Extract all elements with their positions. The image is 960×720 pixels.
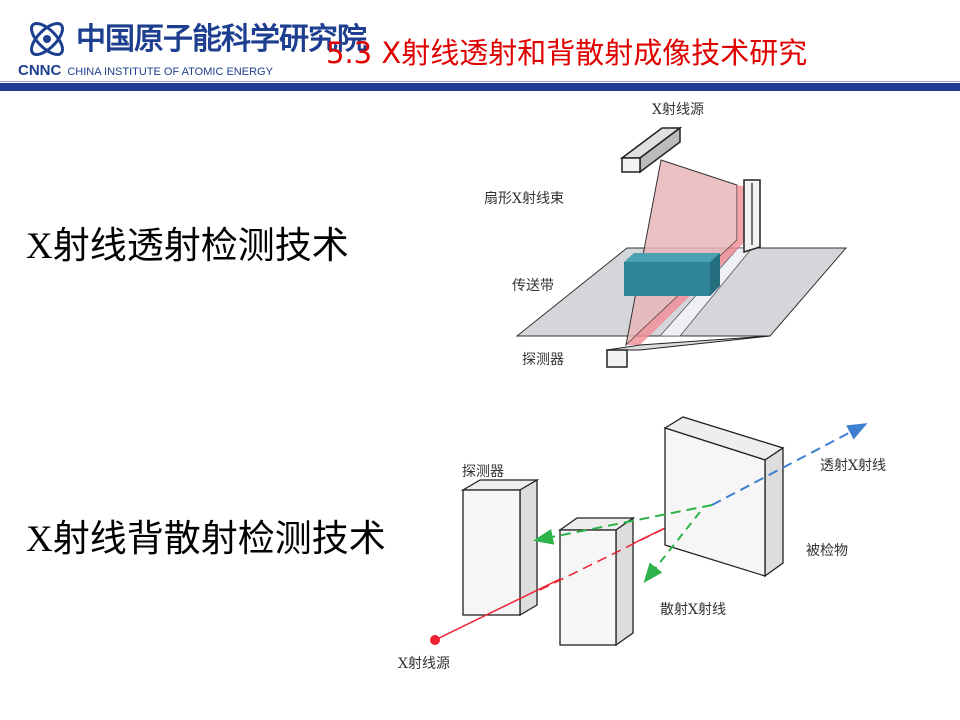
heading-backscatter: X射线背散射检测技术: [26, 519, 386, 560]
scattered-beam-1: [533, 504, 713, 545]
label-conveyor: 传送带: [512, 278, 554, 294]
label-object: 被检物: [806, 543, 848, 559]
logo-chinese-name: 中国原子能科学研究院: [76, 22, 367, 57]
label-scattered: 散射X射线: [660, 602, 726, 618]
label-fan-beam: 扇形X射线束: [484, 191, 564, 207]
inspected-package: [624, 253, 720, 296]
label-bs-detector: 探测器: [462, 464, 504, 480]
label-transmitted: 透射X射线: [820, 458, 886, 474]
heading-transmission: X射线透射检测技术: [26, 226, 349, 267]
label-bs-source: X射线源: [398, 656, 450, 672]
source-point: [430, 635, 440, 645]
bottom-detector: [606, 335, 771, 368]
backscatter-detector-2: [557, 516, 636, 647]
atom-icon: [29, 21, 65, 57]
cnnc-logo: 中国原子能科学研究院 CNNC CHINA INSTITUTE OF ATOMIC…: [18, 10, 367, 80]
header-thin-rule: [0, 81, 960, 82]
logo-english-name: CNNC CHINA INSTITUTE OF ATOMIC ENERGY: [18, 62, 273, 79]
backscatter-detector-1: [460, 478, 540, 617]
transmission-diagram: X射线源 扇形X射线束 传送带 探测器: [484, 102, 848, 368]
header-divider: [0, 83, 960, 91]
inspected-object: [663, 416, 785, 578]
label-xray-source: X射线源: [652, 102, 704, 118]
logo-en-text: CHINA INSTITUTE OF ATOMIC ENERGY: [67, 66, 273, 78]
xray-source-box: [619, 126, 683, 174]
transmitted-beam: [711, 423, 868, 506]
scattered-beam-2: [643, 511, 701, 584]
backscatter-diagram: 探测器 透射X射线 被检物 散射X射线 X射线源: [398, 416, 886, 672]
logo-abbr: CNNC: [18, 62, 62, 79]
top-detector: [743, 179, 761, 254]
slide-title: 5.3 X射线透射和背散射成像技术研究: [326, 36, 808, 70]
label-detector: 探测器: [522, 352, 564, 368]
